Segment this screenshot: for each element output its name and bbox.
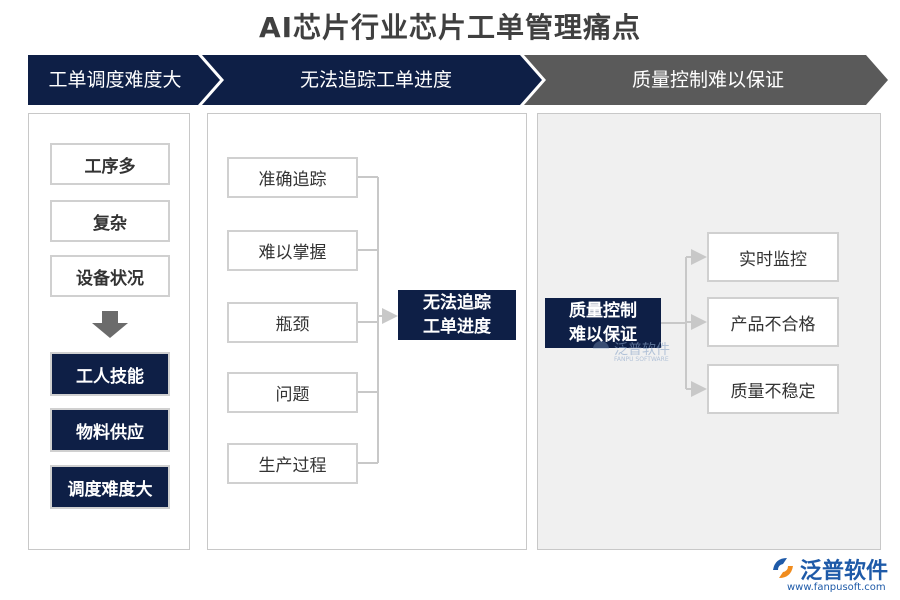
- effect-box: 调度难度大: [50, 465, 170, 509]
- chevron-step2: [202, 55, 542, 105]
- quality-source-line2: 难以保证: [569, 325, 637, 345]
- quality-outcome: 质量不稳定: [707, 364, 839, 414]
- effect-box: 工人技能: [50, 352, 170, 396]
- tracking-item: 瓶颈: [227, 302, 358, 343]
- tracking-item: 准确追踪: [227, 157, 358, 198]
- tracking-item: 难以掌握: [227, 230, 358, 271]
- brand-url: www.fanpusoft.com: [787, 582, 886, 593]
- cause-box: 工序多: [50, 143, 170, 185]
- quality-source-line1: 质量控制: [569, 301, 637, 321]
- quality-outcome: 实时监控: [707, 232, 839, 282]
- tracking-item: 问题: [227, 372, 358, 413]
- banner-chevrons: [28, 55, 888, 105]
- tracking-item: 生产过程: [227, 443, 358, 484]
- cause-box: 复杂: [50, 200, 170, 242]
- cause-box: 设备状况: [50, 255, 170, 297]
- page-title: AI芯片行业芯片工单管理痛点: [258, 11, 642, 44]
- chevron-step3: [524, 55, 888, 105]
- quality-outcome: 产品不合格: [707, 297, 839, 347]
- chevron-step1: [28, 55, 220, 105]
- watermark-subtitle: FANPU SOFTWARE: [614, 356, 669, 363]
- tracking-result-box: 无法追踪 工单进度: [398, 290, 516, 340]
- quality-source-box: 质量控制 难以保证: [545, 298, 661, 348]
- brand-logo-icon: [773, 558, 793, 578]
- tracking-result-line2: 工单进度: [423, 317, 491, 337]
- watermark-name: 泛普软件: [614, 342, 670, 358]
- banner-step3-label: 质量控制难以保证: [631, 69, 784, 91]
- watermark-logo-icon: [593, 341, 609, 349]
- effect-box: 物料供应: [50, 408, 170, 452]
- banner-step2-label: 无法追踪工单进度: [299, 69, 452, 91]
- brand-name: 泛普软件: [800, 559, 889, 584]
- tracking-result-line1: 无法追踪: [423, 293, 491, 313]
- down-arrow-icon: [92, 311, 128, 338]
- banner-step1-label: 工单调度难度大: [48, 69, 182, 91]
